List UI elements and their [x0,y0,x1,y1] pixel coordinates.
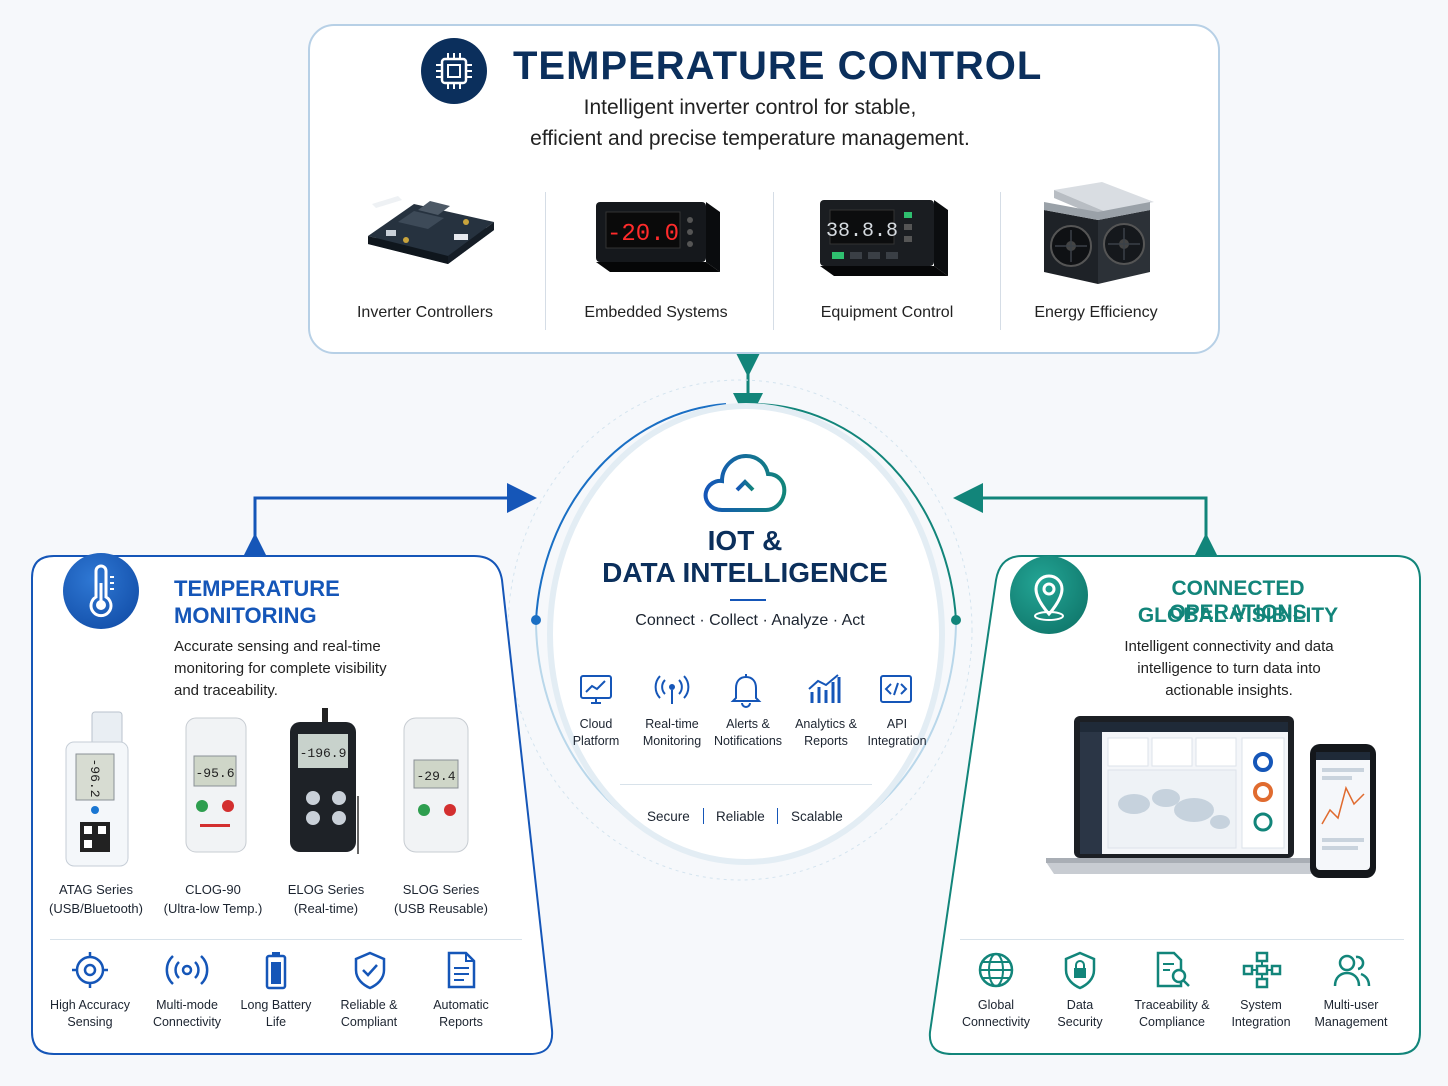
device-label-elog: ELOG Series(Real-time) [287,882,365,916]
bell-icon [730,672,762,708]
connected-operations-title-2: GLOBAL VISIBILITY [1137,604,1339,627]
equipment-display: 38.8.8 [826,220,898,243]
circuit-board-image [368,196,494,264]
left-feature-compliant: Reliable &Compliant [340,998,398,1029]
document-search-icon [1154,950,1192,990]
hub-title-line1: IOT & [707,525,783,556]
device-label-atag: ATAG Series(USB/Bluetooth) [49,882,143,916]
step-act: Act [841,612,865,629]
step-collect: Collect [709,612,758,629]
step-analyze: Analyze [771,612,829,629]
device-label-clog: CLOG-90(Ultra-low Temp.) [163,882,263,916]
wireless-icon [165,952,209,988]
quality-separator [777,808,778,824]
chip-icon [421,38,487,104]
temperature-control-title: TEMPERATURE CONTROL [513,44,1043,88]
inverter-fan-unit-image [1044,182,1154,284]
product-label-inverter-controllers: Inverter Controllers [356,304,494,321]
product-label-equipment-control: Equipment Control [820,304,954,321]
signal-broadcast-icon [652,673,692,707]
device-label-slog: SLOG Series(USB Reusable) [394,882,488,916]
elog-logger-image: -196.9 [290,708,359,854]
location-pin-icon [1010,556,1088,634]
hub-steps: Connect · Collect · Analyze · Act [635,612,865,629]
product-divider [1000,192,1001,330]
bar-chart-icon [806,672,842,706]
globe-icon [976,950,1016,990]
slog-logger-image: -29.4 [403,717,469,853]
clog-display: -95.6 [195,766,234,781]
panel-controller-image: 38.8.8 [820,200,948,276]
product-label-embedded-systems: Embedded Systems [584,304,728,321]
shield-check-icon [352,950,388,990]
dashboard-laptop-image [1046,716,1376,878]
left-link-arrow [240,483,537,563]
hub-divider [620,784,872,785]
quality-secure: Secure [647,809,690,824]
monitor-chart-icon [578,673,614,707]
temperature-control-subtitle-1: Intelligent inverter control for stable, [583,96,917,119]
temperature-monitoring-title-1: TEMPERATURE [174,576,340,601]
shield-lock-icon [1062,950,1098,990]
temperature-monitoring-title-2: MONITORING [174,603,317,628]
left-features-divider [50,939,522,940]
document-icon [444,950,478,990]
quality-separator [703,808,704,824]
users-icon [1332,950,1372,990]
right-link-arrow [953,483,1221,563]
clog-logger-image: -95.6 [185,717,247,853]
cloud-upload-icon [703,453,787,512]
right-feature-traceability: Traceability &Compliance [1134,998,1210,1029]
quality-scalable: Scalable [791,809,843,824]
product-divider [545,192,546,330]
product-label-energy-efficiency: Energy Efficiency [1034,304,1158,321]
connected-operations-title-1: CONNECTED OPERATIONS [1169,577,1307,624]
temperature-control-subtitle-2: efficient and precise temperature manage… [530,127,970,150]
hub-title-underline [730,599,766,601]
atag-display: -96.2 [87,758,102,797]
hub-rings [507,379,973,881]
code-window-icon [879,674,913,704]
slog-display: -29.4 [416,769,455,784]
target-icon [70,950,110,990]
hub-feature-analytics: Analytics &Reports [795,717,857,748]
hub-feature-alerts: Alerts &Notifications [713,717,783,748]
thermometer-icon [63,553,139,629]
atag-logger-image: -96.2 [65,711,129,867]
quality-reliable: Reliable [716,809,765,824]
digital-controller-image: -20.0 [596,202,720,272]
step-connect: Connect [635,612,695,629]
hub-title-line2: DATA INTELLIGENCE [602,557,888,588]
right-features-divider [960,939,1404,940]
elog-display: -196.9 [300,746,347,761]
network-nodes-icon [1242,950,1282,990]
product-divider [773,192,774,330]
controller-display: -20.0 [607,221,679,248]
battery-icon [262,950,290,990]
